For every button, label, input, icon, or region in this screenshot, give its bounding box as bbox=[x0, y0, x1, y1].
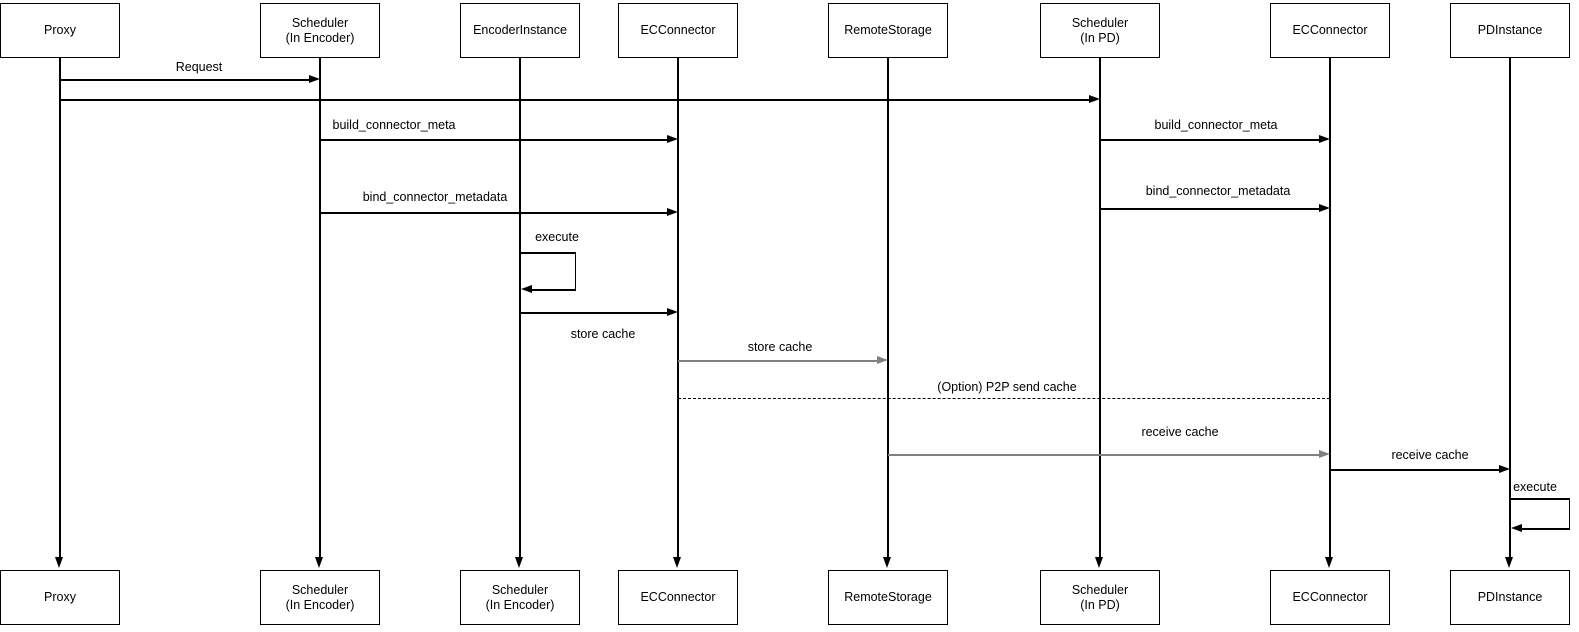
message-line-build-connector-meta-pd bbox=[1100, 139, 1321, 141]
participant-label: Proxy bbox=[44, 23, 76, 37]
self-message-arrowhead-execute-pd-instance bbox=[1511, 524, 1522, 532]
self-message-bottom-execute-pd-instance bbox=[1521, 528, 1570, 530]
participant-label: EncoderInstance bbox=[473, 23, 567, 37]
participant-top-box-ec-connector-right: ECConnector bbox=[1270, 3, 1390, 58]
self-message-right-execute-pd-instance bbox=[1568, 498, 1570, 530]
participant-bottom-box-encoder-instance: Scheduler(In Encoder) bbox=[460, 570, 580, 625]
message-label-bind-connector-metadata-pd: bind_connector_metadata bbox=[1145, 184, 1291, 198]
self-message-top-execute-pd-instance bbox=[1510, 498, 1570, 500]
participant-label: (In PD) bbox=[1080, 30, 1120, 45]
message-line-bind-connector-metadata-pd bbox=[1100, 208, 1321, 210]
message-line-store-cache-ecconnector bbox=[520, 312, 669, 314]
lifeline-ec-connector-right bbox=[1329, 58, 1331, 559]
message-line-p2p-send-cache bbox=[678, 398, 1330, 399]
message-arrowhead-build-connector-meta-pd bbox=[1319, 135, 1330, 143]
lifeline-remote-storage bbox=[887, 58, 889, 559]
self-message-top-execute-encoder-instance bbox=[520, 252, 576, 254]
lifeline-end-arrowhead-pd-instance bbox=[1505, 557, 1513, 568]
message-label-receive-cache-ecconnector: receive cache bbox=[1141, 425, 1219, 439]
message-line-receive-cache-pdinstance bbox=[1330, 469, 1501, 471]
participant-top-box-ec-connector-left: ECConnector bbox=[618, 3, 738, 58]
message-label-bind-connector-metadata-encoder: bind_connector_metadata bbox=[362, 190, 508, 204]
participant-bottom-box-pd-instance: PDInstance bbox=[1450, 570, 1570, 625]
participant-label: ECConnector bbox=[640, 23, 716, 37]
participant-top-box-proxy: Proxy bbox=[0, 3, 120, 58]
participant-bottom-box-scheduler-in-encoder: Scheduler(In Encoder) bbox=[260, 570, 380, 625]
self-message-label-execute-encoder-instance: execute bbox=[535, 230, 579, 244]
message-line-receive-cache-ecconnector bbox=[888, 454, 1321, 456]
message-arrowhead-proxy-to-scheduler-pd bbox=[1089, 95, 1100, 103]
lifeline-encoder-instance bbox=[519, 58, 521, 559]
lifeline-proxy bbox=[59, 58, 61, 559]
self-message-bottom-execute-encoder-instance bbox=[531, 289, 576, 291]
message-arrowhead-store-cache-remote-storage bbox=[877, 356, 888, 364]
participant-top-box-remote-storage: RemoteStorage bbox=[828, 3, 948, 58]
message-label-request: Request bbox=[175, 60, 223, 74]
participant-top-box-scheduler-in-pd: Scheduler(In PD) bbox=[1040, 3, 1160, 58]
participant-label: (In Encoder) bbox=[285, 597, 355, 612]
message-label-store-cache-ecconnector: store cache bbox=[570, 327, 636, 341]
participant-label: RemoteStorage bbox=[844, 23, 932, 37]
message-line-build-connector-meta-encoder bbox=[320, 139, 669, 141]
lifeline-end-arrowhead-scheduler-in-pd bbox=[1095, 557, 1103, 568]
participant-top-box-pd-instance: PDInstance bbox=[1450, 3, 1570, 58]
message-label-build-connector-meta-encoder: build_connector_meta bbox=[332, 118, 456, 132]
lifeline-scheduler-in-pd bbox=[1099, 58, 1101, 559]
participant-label: (In PD) bbox=[1080, 597, 1120, 612]
message-label-p2p-send-cache: (Option) P2P send cache bbox=[937, 380, 1077, 394]
lifeline-end-arrowhead-remote-storage bbox=[883, 557, 891, 568]
participant-label: RemoteStorage bbox=[844, 590, 932, 604]
lifeline-end-arrowhead-encoder-instance bbox=[515, 557, 523, 568]
participant-label: Scheduler bbox=[491, 582, 549, 597]
message-arrowhead-store-cache-ecconnector bbox=[667, 308, 678, 316]
message-label-receive-cache-pdinstance: receive cache bbox=[1391, 448, 1469, 462]
message-line-store-cache-remote-storage bbox=[678, 360, 879, 362]
participant-label: ECConnector bbox=[1292, 23, 1368, 37]
message-arrowhead-receive-cache-ecconnector bbox=[1319, 450, 1330, 458]
participant-label: ECConnector bbox=[1292, 590, 1368, 604]
lifeline-end-arrowhead-ec-connector-left bbox=[673, 557, 681, 568]
participant-label: Scheduler bbox=[291, 582, 349, 597]
self-message-arrowhead-execute-encoder-instance bbox=[521, 285, 532, 293]
participant-label: Proxy bbox=[44, 590, 76, 604]
self-message-label-execute-pd-instance: execute bbox=[1513, 480, 1557, 494]
message-line-request bbox=[60, 79, 311, 81]
participant-label: ECConnector bbox=[640, 590, 716, 604]
participant-bottom-box-ec-connector-left: ECConnector bbox=[618, 570, 738, 625]
participant-label: (In Encoder) bbox=[285, 30, 355, 45]
lifeline-scheduler-in-encoder bbox=[319, 58, 321, 559]
lifeline-end-arrowhead-proxy bbox=[55, 557, 63, 568]
participant-label: Scheduler bbox=[291, 15, 349, 30]
message-label-store-cache-remote-storage: store cache bbox=[747, 340, 813, 354]
message-arrowhead-build-connector-meta-encoder bbox=[667, 135, 678, 143]
message-label-build-connector-meta-pd: build_connector_meta bbox=[1154, 118, 1278, 132]
participant-label: (In Encoder) bbox=[485, 597, 555, 612]
participant-bottom-box-ec-connector-right: ECConnector bbox=[1270, 570, 1390, 625]
lifeline-pd-instance bbox=[1509, 58, 1511, 559]
participant-label: Scheduler bbox=[1071, 582, 1129, 597]
participant-label: Scheduler bbox=[1071, 15, 1129, 30]
participant-bottom-box-remote-storage: RemoteStorage bbox=[828, 570, 948, 625]
lifeline-end-arrowhead-scheduler-in-encoder bbox=[315, 557, 323, 568]
participant-top-box-scheduler-in-encoder: Scheduler(In Encoder) bbox=[260, 3, 380, 58]
participant-label: PDInstance bbox=[1477, 23, 1543, 37]
message-arrowhead-bind-connector-metadata-encoder bbox=[667, 208, 678, 216]
participant-bottom-box-scheduler-in-pd: Scheduler(In PD) bbox=[1040, 570, 1160, 625]
participant-bottom-box-proxy: Proxy bbox=[0, 570, 120, 625]
message-arrowhead-receive-cache-pdinstance bbox=[1499, 465, 1510, 473]
participant-label: PDInstance bbox=[1477, 590, 1543, 604]
message-arrowhead-bind-connector-metadata-pd bbox=[1319, 204, 1330, 212]
lifeline-end-arrowhead-ec-connector-right bbox=[1325, 557, 1333, 568]
participant-top-box-encoder-instance: EncoderInstance bbox=[460, 3, 580, 58]
message-line-proxy-to-scheduler-pd bbox=[60, 99, 1091, 101]
message-arrowhead-request bbox=[309, 75, 320, 83]
self-message-right-execute-encoder-instance bbox=[574, 252, 576, 291]
message-line-bind-connector-metadata-encoder bbox=[320, 212, 669, 214]
